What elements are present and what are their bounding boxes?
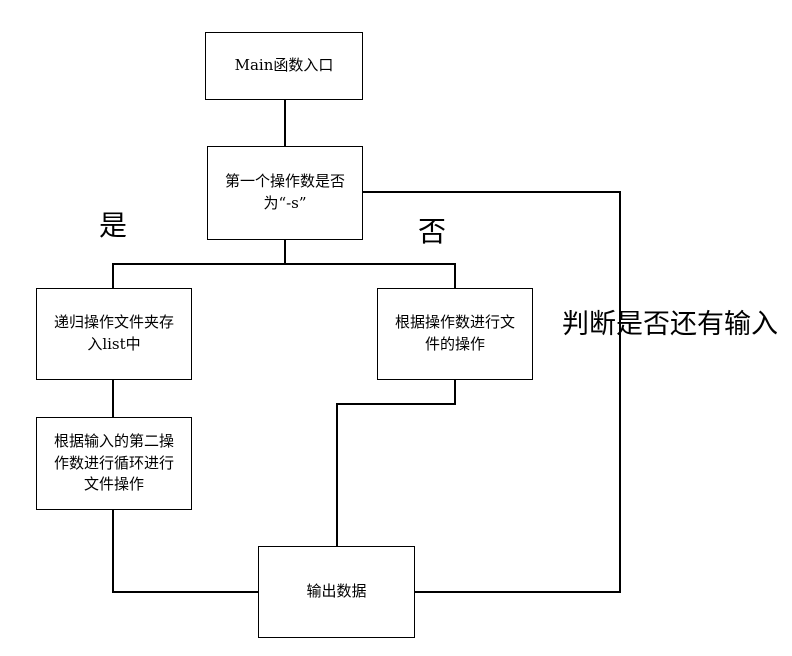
connector-left-to-output [112, 591, 259, 593]
connector-recurse-to-secondop [112, 380, 114, 418]
connector-branch-horizontal [112, 263, 456, 265]
connector-mid-horizontal [336, 403, 456, 405]
connector-loop-top [363, 191, 621, 193]
connector-loop-right [619, 191, 621, 593]
node-decision-first-operand: 第一个操作数是否 为“-s” [207, 146, 363, 240]
node-file-operation: 根据操作数进行文 件的操作 [377, 288, 533, 380]
node-output-data: 输出数据 [258, 546, 415, 638]
edge-label-yes: 是 [99, 209, 128, 242]
connector-secondop-down [112, 510, 114, 593]
connector-decision-stub [284, 240, 286, 265]
connector-main-to-decision [284, 100, 286, 146]
connector-loop-bottom [415, 591, 621, 593]
connector-fileop-down [454, 380, 456, 405]
node-main-entry: Main函数入口 [205, 32, 363, 100]
node-recurse-folder-to-list: 递归操作文件夹存 入list中 [36, 288, 192, 380]
node-second-operand-loop: 根据输入的第二操 作数进行循环进行 文件操作 [36, 417, 192, 510]
connector-yes-branch [112, 263, 114, 289]
connector-no-branch [454, 263, 456, 289]
edge-label-no: 否 [418, 215, 447, 248]
edge-label-check-more-input: 判断是否还有输入 [562, 309, 778, 340]
connector-mid-to-output [336, 403, 338, 547]
